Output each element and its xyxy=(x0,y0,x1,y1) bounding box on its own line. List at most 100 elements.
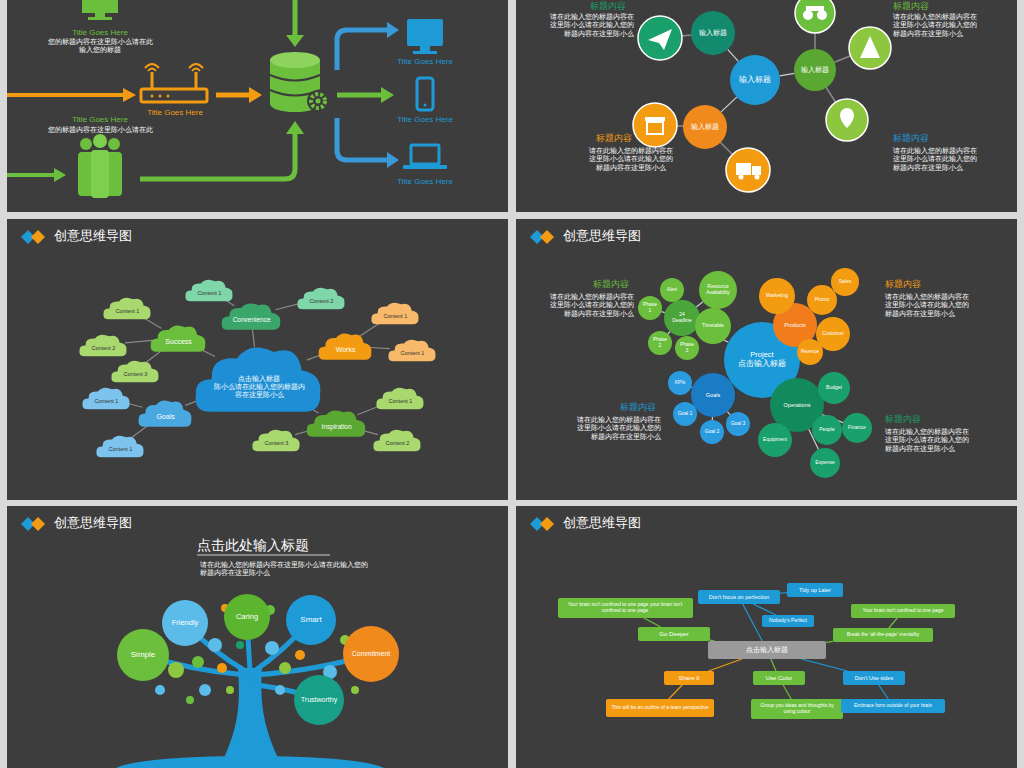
topic-circle: Marketing xyxy=(759,278,795,314)
idea-cloud: Goals xyxy=(137,397,193,429)
node-content: Content 2 xyxy=(303,293,340,309)
node-text: Your brain isn't confined to one page yo… xyxy=(561,602,690,614)
connector xyxy=(669,685,683,699)
topic-circle: Phase 3 xyxy=(675,336,699,360)
topic-circle: Equipment xyxy=(758,423,792,457)
node-text: Phase 2 xyxy=(651,337,669,349)
topic-circle: Goal 1 xyxy=(673,402,697,426)
topic-circle: Goal 2 xyxy=(700,420,724,444)
connector xyxy=(709,659,742,671)
node-text: Trustworthy xyxy=(301,696,338,704)
branch-box: Tidy up Later xyxy=(787,583,843,597)
topic-circle: 24Deadline xyxy=(664,300,700,336)
caption-text: Title Goes Here xyxy=(383,177,467,187)
topic-circle: People xyxy=(812,415,842,445)
cloud-outline xyxy=(79,335,126,356)
node-content: Phase 2 xyxy=(651,334,669,352)
node-text: Content 1 xyxy=(109,308,146,314)
caption-text: 您的标题内容在这里陈小么请在此输入您的标题 xyxy=(45,38,155,55)
node-content: Use Color xyxy=(756,672,802,684)
node-content: Content 3 xyxy=(258,435,295,451)
idea-cloud: Content 1 xyxy=(387,337,437,363)
cloud-outline xyxy=(151,325,206,351)
cloud-outline xyxy=(103,298,150,319)
topic-circle: Smart xyxy=(286,595,336,645)
node-content: Expense xyxy=(814,452,836,474)
node-content: Goals xyxy=(145,407,186,427)
caption-text: 您的标题内容在这里陈小么请在此 xyxy=(45,126,155,134)
node-text: Use Color xyxy=(756,675,802,682)
node-text: Success xyxy=(157,338,200,346)
node-text: Finance xyxy=(846,425,868,431)
caption-text: 标题内容 xyxy=(620,402,680,414)
idea-cloud: Content 2 xyxy=(78,332,128,358)
node-content: Smart xyxy=(293,602,330,639)
node-content: Alert xyxy=(663,281,681,299)
node-content: Promo xyxy=(811,289,833,311)
node-content: Customer xyxy=(820,321,845,346)
connector xyxy=(780,73,795,75)
branch-box: Nobody's Perfect xyxy=(762,615,814,627)
branch-box: Embrace form outside of your brain xyxy=(841,699,945,713)
topic-circle: Revenue xyxy=(797,339,823,365)
node-content: Your brain isn't confined to one page xyxy=(854,605,952,617)
node-content: Go Deeper xyxy=(641,628,707,640)
node-content: Success xyxy=(157,332,200,352)
node-text: Resource Availability xyxy=(704,284,732,296)
node-text: 输入标题 xyxy=(689,123,722,131)
branch-box: Use Color xyxy=(753,671,805,685)
cloud-outline xyxy=(222,303,281,329)
node-content: 输入标题 xyxy=(697,17,730,50)
node-text: Smart xyxy=(293,615,330,624)
node-content: 24Deadline xyxy=(669,305,696,332)
topic-circle: Timetable xyxy=(695,308,731,344)
topic-circle: Budget xyxy=(818,372,850,404)
node-content: Content 2 xyxy=(85,340,122,356)
node-text: Embrace form outside of your brain xyxy=(844,703,942,709)
node-content: Friendly xyxy=(168,606,202,640)
caption-text: 请在此输入您的标题内容在这里陈小么请在此输入您的标题内容在这里陈小么 xyxy=(885,428,971,453)
node-content: People xyxy=(816,419,838,441)
node-content: 输入标题 xyxy=(799,54,830,85)
node-content: Goal 2 xyxy=(703,423,721,441)
node-text: Group you ideas and thoughts by using co… xyxy=(754,703,840,715)
node-text: Nobody's Perfect xyxy=(765,618,811,624)
idea-cloud: Content 1 xyxy=(370,300,420,326)
topic-circle: 输入标题 xyxy=(794,49,836,91)
connector xyxy=(728,49,739,61)
node-text: Your brain isn't confined to one page xyxy=(854,608,952,614)
node-content: Content 1 xyxy=(394,345,431,361)
node-text: Commitment xyxy=(350,650,391,658)
node-text: 点击输入标题 xyxy=(711,646,823,654)
node-text: Content 2 xyxy=(379,440,416,446)
caption-text: Title Goes Here xyxy=(128,108,222,118)
node-text: Friendly xyxy=(168,619,202,628)
cloud-outline xyxy=(196,347,321,411)
node-content: 点击输入标题 xyxy=(711,642,823,658)
caption-text: Title Goes Here xyxy=(383,57,467,67)
node-text: Content 1 xyxy=(102,446,139,452)
cloud-outline xyxy=(319,333,372,359)
node-text: Operations xyxy=(777,402,817,408)
cloud-outline xyxy=(82,388,129,409)
node-text: Budget xyxy=(822,385,846,391)
idea-cloud: Content 3 xyxy=(110,358,160,384)
node-text: Simple xyxy=(124,650,163,659)
node-content: Content 3 xyxy=(117,366,154,382)
connector xyxy=(125,340,152,343)
topic-circle: Phase 1 xyxy=(638,296,662,320)
node-text: Deadline xyxy=(669,318,696,324)
topic-circle: Finance xyxy=(842,413,872,443)
node-text: Equipment xyxy=(762,437,787,443)
topic-circle: Alert xyxy=(660,278,684,302)
cloud-outline xyxy=(388,340,435,361)
topic-circle: Commitment xyxy=(343,626,399,682)
topic-circle: Simple xyxy=(117,629,169,681)
connector xyxy=(780,592,787,594)
caption-text: 请在此输入您的标题内容在这里陈小么请在此输入您的标题内容在这里陈小么 xyxy=(586,147,676,172)
idea-cloud: Content 1 xyxy=(184,277,234,303)
connector xyxy=(743,604,763,641)
node-text: Share It xyxy=(667,675,711,682)
node-content: 点击输入标题陈小么请在此输入您的标题内容在这里陈小么 xyxy=(210,362,308,410)
branch-box: Share It xyxy=(664,671,714,685)
